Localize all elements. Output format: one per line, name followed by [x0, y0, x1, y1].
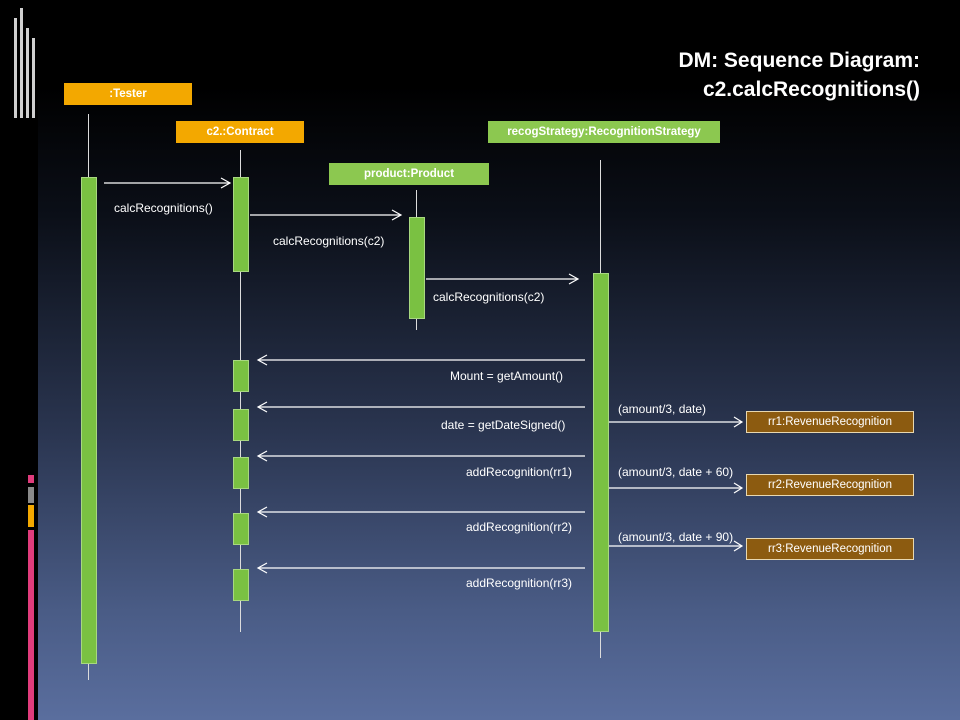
- arrowhead-m7: [256, 506, 268, 518]
- arrowhead-m3: [568, 273, 580, 285]
- sidebar-color-bar-3: [28, 505, 34, 527]
- sidebar-color-bar-4: [28, 530, 34, 720]
- decoration-lines-icon: [14, 8, 35, 118]
- activation-tester: [81, 177, 97, 664]
- message-label-m7: addRecognition(rr2): [466, 520, 573, 534]
- activation-contract-2: [233, 360, 249, 392]
- arrowhead-m6: [256, 450, 268, 462]
- object-tester: :Tester: [64, 83, 192, 105]
- arrowhead-m2: [391, 209, 403, 221]
- sidebar-color-bar-2: [28, 487, 34, 503]
- activation-contract-3: [233, 409, 249, 441]
- activation-contract-5: [233, 513, 249, 545]
- activation-contract-4: [233, 457, 249, 489]
- activation-contract-1: [233, 177, 249, 272]
- message-label-m3: calcRecognitions(c2): [433, 290, 545, 304]
- title-line-2: c2.calcRecognitions(): [702, 78, 920, 101]
- diagram-title: DM: Sequence Diagram: c2.calcRecognition…: [678, 46, 920, 104]
- activation-strategy: [593, 273, 609, 632]
- sidebar-color-bar-1: [28, 475, 34, 483]
- create-label-c3: (amount/3, date + 90): [618, 530, 734, 544]
- message-label-m6: addRecognition(rr1): [466, 465, 573, 479]
- arrowhead-m1: [220, 177, 232, 189]
- object-rr2: rr2:RevenueRecognition: [746, 474, 914, 496]
- object-strategy: recogStrategy:RecognitionStrategy: [488, 121, 720, 143]
- message-label-m5: date = getDateSigned(): [441, 418, 566, 432]
- title-line-1: DM: Sequence Diagram:: [678, 49, 920, 72]
- arrowhead-m8: [256, 562, 268, 574]
- message-label-m1: calcRecognitions(): [114, 201, 213, 215]
- arrowhead-m5: [256, 401, 268, 413]
- message-label-m8: addRecognition(rr3): [466, 576, 573, 590]
- create-label-c2: (amount/3, date + 60): [618, 465, 734, 479]
- arrowhead-m4: [256, 354, 268, 366]
- create-label-c1: (amount/3, date): [618, 402, 707, 416]
- activation-product: [409, 217, 425, 319]
- object-rr3: rr3:RevenueRecognition: [746, 538, 914, 560]
- message-label-m2: calcRecognitions(c2): [273, 234, 385, 248]
- arrowhead-c1: [733, 416, 744, 428]
- activation-contract-6: [233, 569, 249, 601]
- object-contract: c2.:Contract: [176, 121, 304, 143]
- message-label-m4: Mount = getAmount(): [450, 369, 564, 383]
- top-right-decoration-lines: [14, 8, 38, 120]
- object-rr1: rr1:RevenueRecognition: [746, 411, 914, 433]
- arrowhead-c2: [733, 482, 744, 494]
- object-product: product:Product: [329, 163, 489, 185]
- arrowhead-c3: [733, 540, 744, 552]
